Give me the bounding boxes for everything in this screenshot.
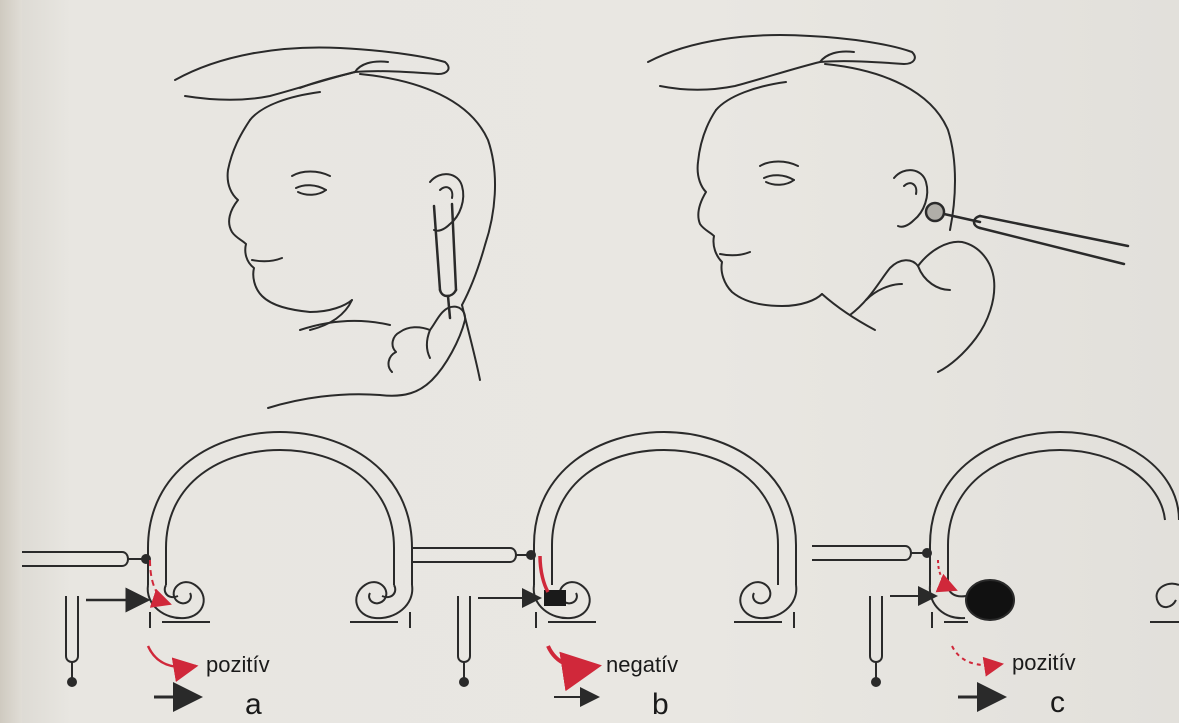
result-label-a: pozitív bbox=[206, 652, 270, 678]
head-right-illustration bbox=[648, 35, 1128, 372]
hand-holding-fork-right bbox=[850, 242, 994, 372]
arch-tube-c bbox=[930, 432, 1179, 585]
ear-right bbox=[894, 170, 927, 227]
face-profile-left bbox=[228, 120, 352, 312]
horizontal-fork-b bbox=[412, 548, 516, 562]
cochlea-right-a bbox=[356, 582, 412, 618]
panel-letter-a: a bbox=[245, 688, 262, 722]
vertical-fork-c bbox=[870, 596, 882, 662]
result-label-c: pozitív bbox=[1012, 650, 1076, 676]
cochlea-right-b bbox=[740, 582, 796, 618]
panel-b-diagram bbox=[412, 432, 796, 697]
head-left-illustration bbox=[175, 47, 495, 408]
cochlea-fluid-c bbox=[966, 580, 1014, 620]
arch-tube-b bbox=[534, 432, 796, 585]
hand-on-head-left bbox=[175, 47, 449, 99]
result-label-b: negatív bbox=[606, 652, 678, 678]
conduction-block-b bbox=[544, 590, 566, 606]
vertical-fork-b bbox=[458, 596, 470, 662]
face-profile-right bbox=[698, 110, 822, 306]
cochlea-left-a bbox=[148, 582, 204, 618]
panel-c-diagram bbox=[812, 432, 1179, 697]
horizontal-fork-c bbox=[812, 546, 911, 560]
panel-letter-b: b bbox=[652, 688, 669, 722]
panel-letter-c: c bbox=[1050, 686, 1065, 720]
tuning-fork-left bbox=[434, 204, 456, 318]
horizontal-fork-a bbox=[22, 552, 128, 566]
cochlea-right-c bbox=[1157, 584, 1179, 607]
hand-on-head-right bbox=[648, 35, 915, 90]
tuning-fork-right bbox=[926, 203, 1128, 264]
vertical-fork-a bbox=[66, 596, 78, 662]
arch-tube-a bbox=[148, 432, 412, 585]
